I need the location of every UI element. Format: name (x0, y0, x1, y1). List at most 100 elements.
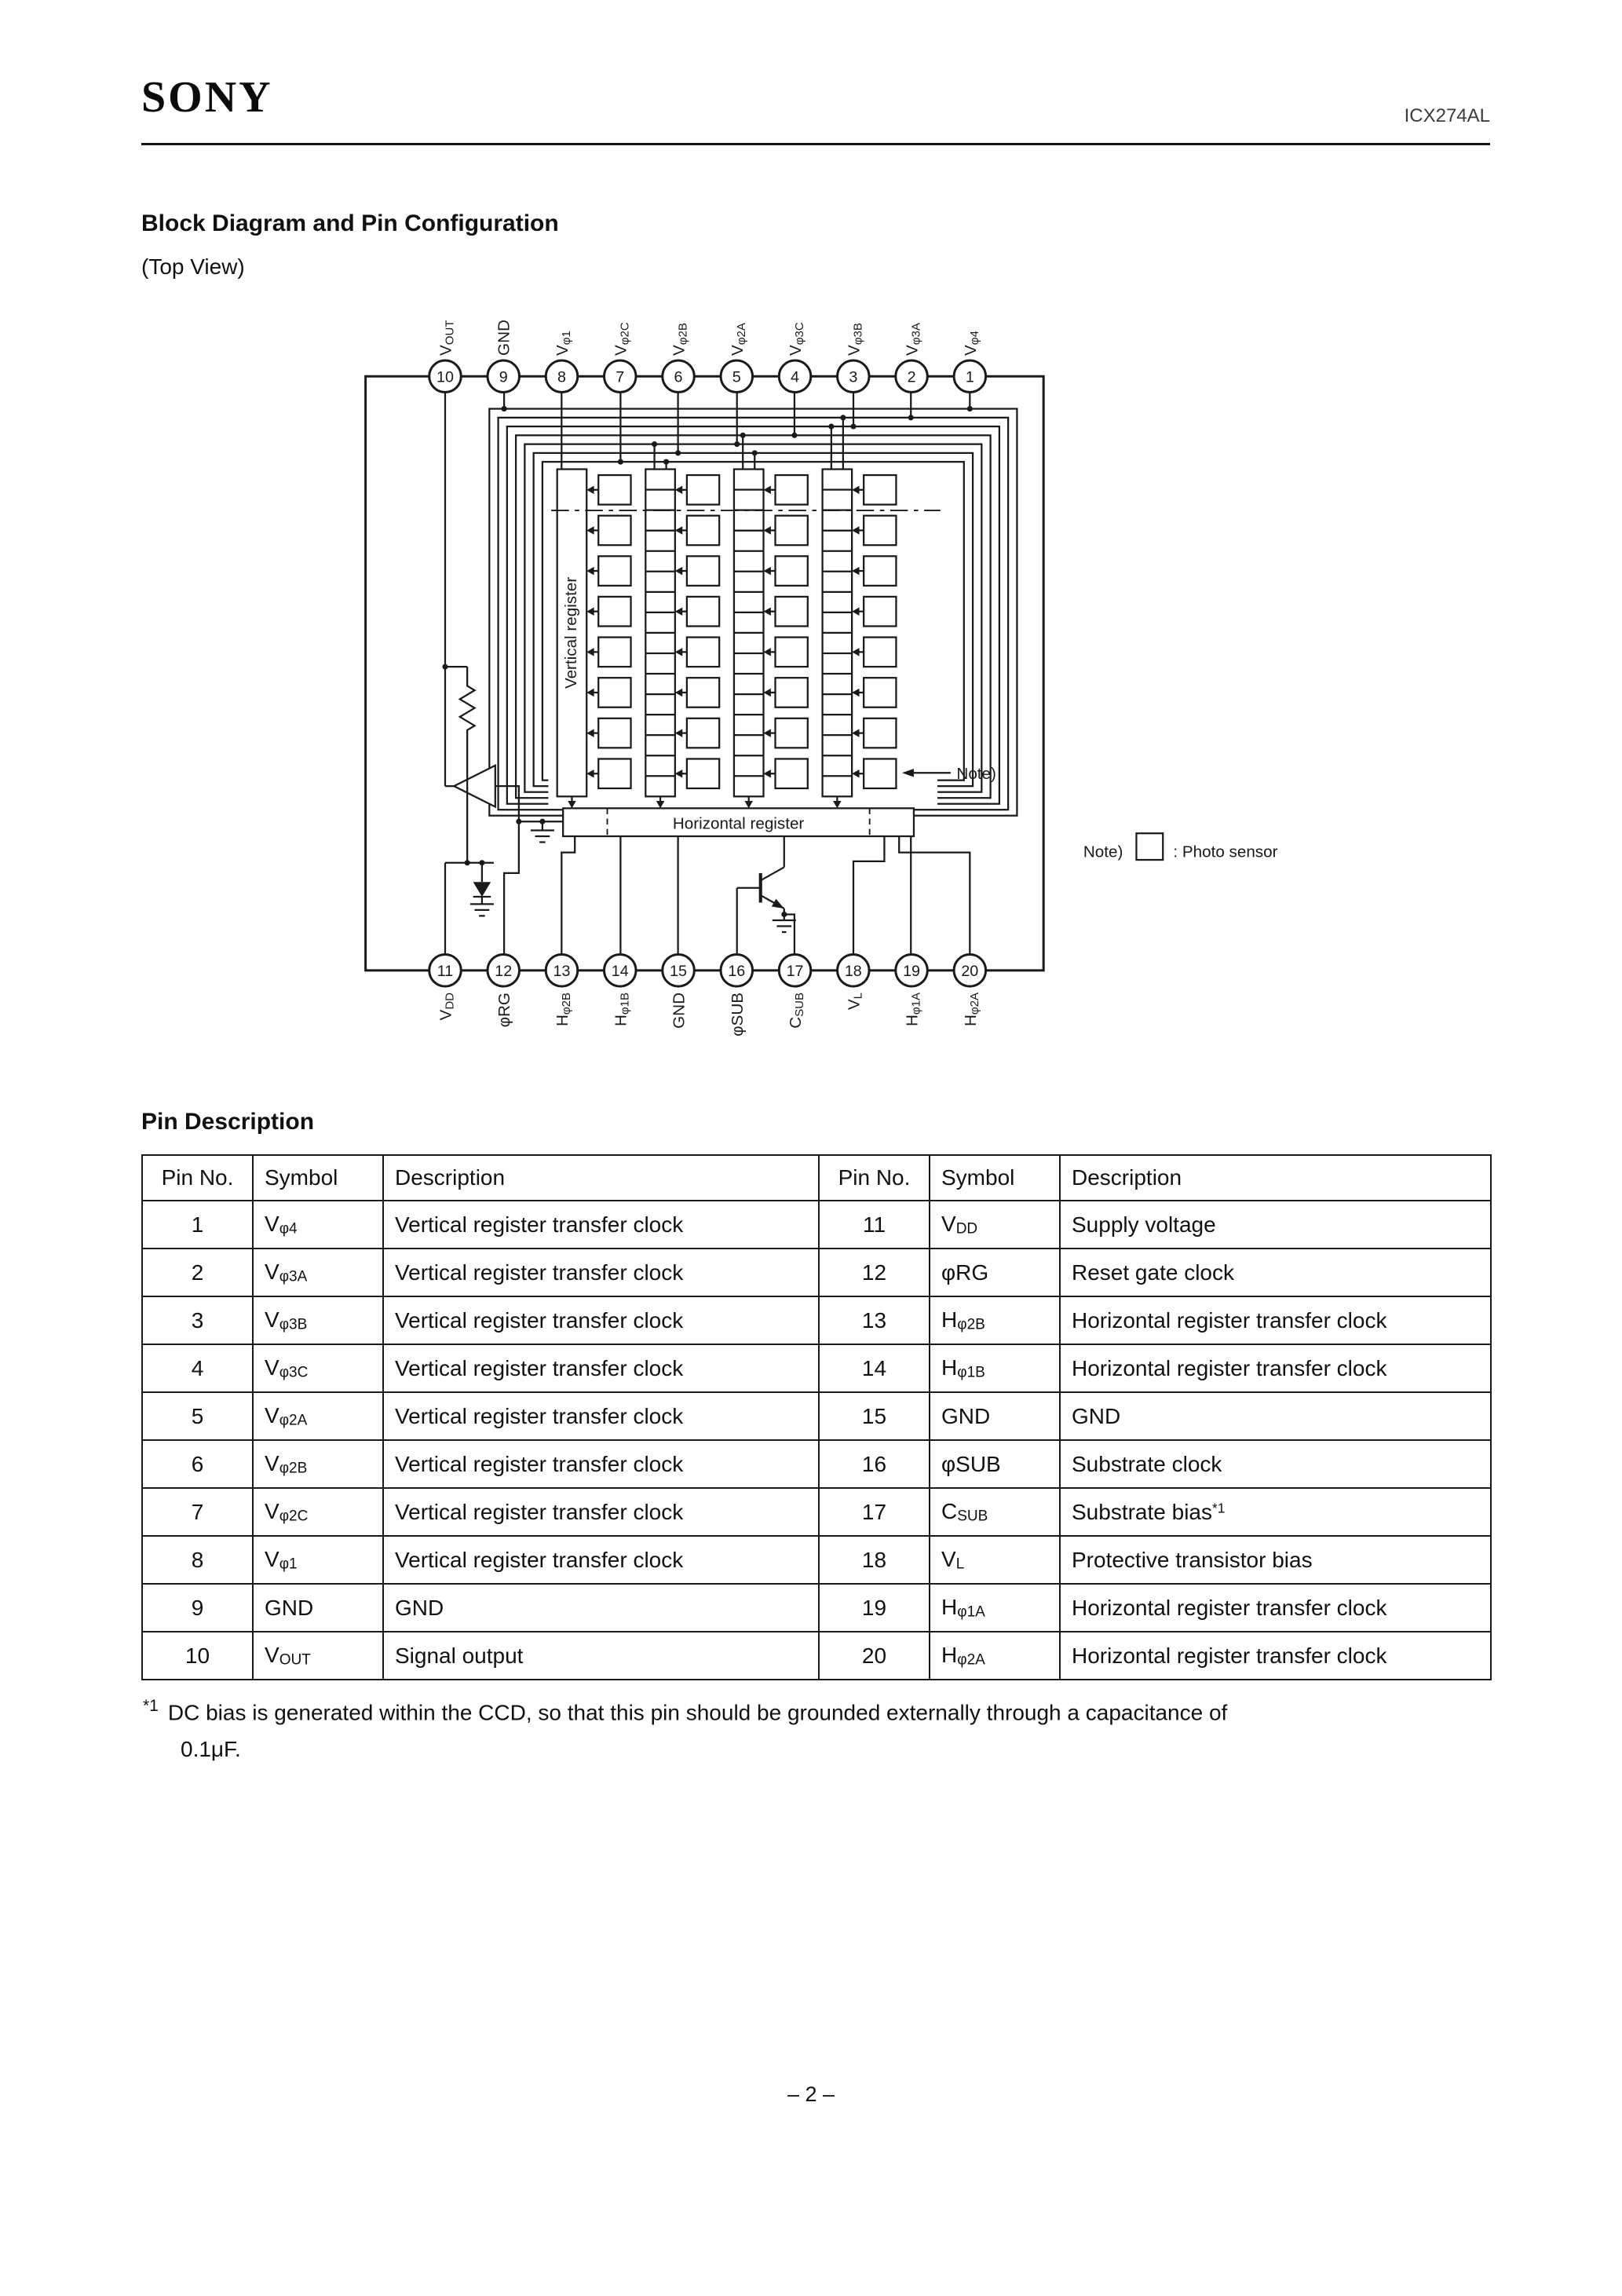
pin-label: Vφ4 (962, 331, 981, 356)
symbol-cell: Hφ2A (929, 1631, 1061, 1680)
transfer-arrow-icon (763, 688, 771, 697)
photo-sensor-cell (774, 514, 809, 547)
output-circuit (444, 665, 564, 955)
pin-circle (602, 359, 637, 394)
transfer-arrow-icon (852, 526, 860, 535)
transfer-arrow-icon (852, 648, 860, 656)
footnote-marker: *1 (143, 1697, 159, 1715)
pin-label: Vφ2B (670, 323, 690, 356)
horizontal-register: Horizontal register (562, 807, 915, 838)
pin-label: φSUB (729, 993, 747, 1036)
description-cell: Vertical register transfer clock (382, 1487, 820, 1537)
transistor-icon (736, 835, 785, 921)
photo-sensor-cell (597, 514, 632, 547)
transfer-arrow-icon (852, 566, 860, 576)
transfer-arrow-icon (763, 566, 771, 576)
photo-sensor-cell (863, 555, 897, 587)
symbol-cell: Vφ4 (252, 1200, 384, 1249)
wiring-stubs (444, 392, 971, 787)
symbol-cell: Hφ1A (929, 1583, 1061, 1632)
photo-sensor-cell (863, 758, 897, 790)
pin-circle (486, 359, 521, 394)
pin-no-cell: 10 (141, 1631, 254, 1680)
pin-number: 7 (616, 368, 624, 386)
pin-no-cell: 9 (141, 1583, 254, 1632)
photo-sensor-cell (863, 595, 897, 627)
pin-circle (894, 953, 929, 988)
pin-circle (952, 359, 988, 394)
symbol-cell: VL (929, 1535, 1061, 1585)
transfer-arrow-icon (586, 729, 594, 737)
pin-no-cell: 17 (818, 1487, 930, 1537)
photo-sensor-cell (597, 555, 632, 587)
pin-number: 10 (437, 368, 454, 386)
sensor-core (556, 468, 897, 798)
page-number: – 2 – (787, 2082, 835, 2106)
photo-sensor-cell (774, 677, 809, 708)
pin-number: 16 (728, 963, 745, 980)
transfer-arrow-icon (586, 526, 594, 535)
transfer-arrow-icon (586, 769, 594, 778)
pin-label: GND (670, 993, 689, 1029)
symbol-cell: Vφ1 (252, 1535, 384, 1585)
photo-sensor-cell (685, 555, 721, 587)
description-cell: Vertical register transfer clock (382, 1296, 820, 1345)
pin-label: Hφ2B (553, 993, 573, 1026)
pin-circle (544, 359, 579, 394)
symbol-cell: Hφ2B (929, 1296, 1061, 1345)
pin-label: Hφ1B (612, 993, 631, 1026)
pin-circle (777, 953, 813, 988)
pin-label: GND (495, 320, 513, 356)
symbol-cell: Vφ2C (252, 1487, 384, 1537)
pin-no-cell: 3 (141, 1296, 254, 1345)
pin-circle (544, 953, 579, 988)
column-header: Symbol (252, 1154, 384, 1201)
pin-circle (602, 953, 637, 988)
photo-sensor-cell (774, 636, 809, 668)
symbol-cell: GND (929, 1391, 1061, 1441)
ground-icon (530, 821, 554, 843)
description-cell: Vertical register transfer clock (382, 1200, 820, 1249)
transfer-arrow-icon (674, 607, 683, 616)
pin-label: Hφ1A (904, 993, 923, 1026)
description-cell: Horizontal register transfer clock (1059, 1583, 1492, 1632)
pin-number: 11 (437, 963, 453, 980)
pin-no-cell: 1 (141, 1200, 254, 1249)
pin-no-cell: 19 (818, 1583, 930, 1632)
description-cell: Signal output (382, 1631, 820, 1680)
transfer-arrow-icon (586, 688, 594, 697)
pin-circle (952, 953, 988, 988)
bottom-wiring (561, 835, 971, 955)
pin-16: 16 φSUB (719, 953, 754, 1036)
pin-no-cell: 2 (141, 1248, 254, 1297)
photo-sensor-cell (774, 717, 809, 749)
description-cell: Vertical register transfer clock (382, 1248, 820, 1297)
sony-logo: SONY (141, 73, 273, 122)
pin-number: 15 (670, 963, 687, 980)
pin-number: 19 (903, 963, 920, 980)
pin-label: φRG (495, 993, 513, 1027)
photo-sensor-legend: Note) : Photo sensor (1083, 832, 1278, 861)
diode-icon (473, 862, 491, 905)
photo-sensor-cell (597, 677, 632, 708)
pin-no-cell: 4 (141, 1344, 254, 1393)
symbol-cell: Hφ1B (929, 1344, 1061, 1393)
description-cell: Vertical register transfer clock (382, 1344, 820, 1393)
photo-sensor-cell (774, 595, 809, 627)
pin-circle (719, 953, 754, 988)
